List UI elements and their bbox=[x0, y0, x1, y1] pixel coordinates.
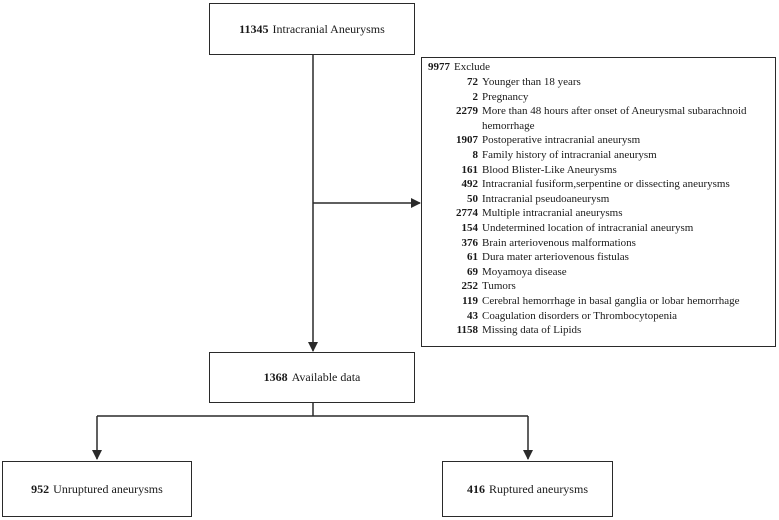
exclude-item-label: Coagulation disorders or Thrombocytopeni… bbox=[482, 309, 678, 322]
exclude-item-label: Brain arteriovenous malformations bbox=[482, 236, 636, 249]
exclude-item-count: 8 bbox=[472, 148, 479, 161]
exclude-item-label: Pregnancy bbox=[482, 90, 529, 103]
exclude-item: 61 Dura mater arteriovenous fistulas bbox=[428, 250, 769, 265]
node-label: Available data bbox=[291, 370, 361, 384]
exclude-item-label: Family history of intracranial aneurysm bbox=[482, 148, 657, 161]
exclude-item-count: 43 bbox=[467, 309, 478, 322]
node-count: 1368 bbox=[263, 370, 288, 384]
exclude-item: 50 Intracranial pseudoaneurysm bbox=[428, 192, 769, 207]
exclude-item-count: 2 bbox=[472, 90, 479, 103]
exclude-item-count: 72 bbox=[467, 76, 478, 88]
exclude-item: 69 Moyamoya disease bbox=[428, 265, 769, 280]
exclude-item-count: 119 bbox=[462, 294, 478, 307]
exclude-item-count: 2279 bbox=[456, 105, 478, 118]
exclude-item-count: 2774 bbox=[456, 207, 478, 220]
exclude-item-count: 492 bbox=[461, 178, 479, 191]
exclude-item-label: Multiple intracranial aneurysms bbox=[482, 207, 623, 220]
exclude-item-count: 161 bbox=[461, 163, 479, 176]
node-label: Ruptured aneurysms bbox=[489, 481, 588, 496]
exclude-item-count: 61 bbox=[467, 251, 478, 264]
node-label: Intracranial Aneurysms bbox=[272, 21, 385, 36]
node-label: Unruptured aneurysms bbox=[53, 481, 163, 496]
exclude-item-label: Moyamoya disease bbox=[482, 265, 567, 278]
exclude-item-label: Cerebral hemorrhage in basal ganglia or … bbox=[482, 294, 740, 307]
exclude-item-count: 376 bbox=[461, 236, 479, 249]
node-ruptured-aneurysms: 416 Ruptured aneurysms bbox=[442, 461, 613, 517]
exclude-item-label: Undetermined location of intracranial an… bbox=[482, 221, 694, 234]
exclude-item-count: 50 bbox=[467, 192, 478, 205]
exclude-item-label: Postoperative intracranial aneurysm bbox=[482, 134, 641, 147]
exclude-item-label: Younger than 18 years bbox=[482, 76, 581, 88]
node-count: 416 bbox=[467, 481, 485, 496]
exclude-item: 119 Cerebral hemorrhage in basal ganglia … bbox=[428, 294, 769, 309]
exclude-item-label: More than 48 hours after onset of Aneury… bbox=[482, 105, 747, 132]
exclude-item: 72 Younger than 18 years bbox=[428, 75, 769, 90]
node-count: 952 bbox=[31, 481, 50, 496]
exclude-header: 9977 Exclude bbox=[428, 60, 769, 75]
exclude-item-count: 1158 bbox=[456, 324, 478, 337]
exclude-count: 9977 bbox=[428, 61, 450, 73]
exclude-item-label: Blood Blister-Like Aneurysms bbox=[482, 163, 617, 176]
exclude-item: 1907 Postoperative intracranial aneurysm bbox=[428, 133, 769, 148]
exclude-item: 2774 Multiple intracranial aneurysms bbox=[428, 206, 769, 221]
node-unruptured-aneurysms: 952 Unruptured aneurysms bbox=[2, 461, 192, 517]
node-count: 11345 bbox=[239, 21, 269, 36]
exclude-item-count: 69 bbox=[467, 265, 478, 278]
exclude-item-label: Intracranial fusiform,serpentine or diss… bbox=[482, 178, 730, 191]
exclude-item-count: 1907 bbox=[456, 134, 478, 147]
exclude-item: 2279 More than 48 hours after onset of An… bbox=[428, 104, 769, 133]
exclude-item-label: Dura mater arteriovenous fistulas bbox=[482, 251, 629, 264]
exclude-item-label: Intracranial pseudoaneurysm bbox=[482, 192, 610, 205]
exclude-item-label: Tumors bbox=[482, 280, 516, 293]
exclude-item-label: Missing data of Lipids bbox=[482, 324, 582, 337]
exclude-item-count: 252 bbox=[461, 280, 479, 293]
node-intracranial-aneurysms: 11345 Intracranial Aneurysms bbox=[209, 3, 415, 55]
node-available-data: 1368 Available data bbox=[209, 352, 415, 403]
exclude-label: Exclude bbox=[454, 61, 491, 73]
exclude-item: 43 Coagulation disorders or Thrombocytope… bbox=[428, 309, 769, 324]
exclude-item-count: 154 bbox=[461, 221, 479, 234]
exclude-item: 1158 Missing data of Lipids bbox=[428, 323, 769, 338]
